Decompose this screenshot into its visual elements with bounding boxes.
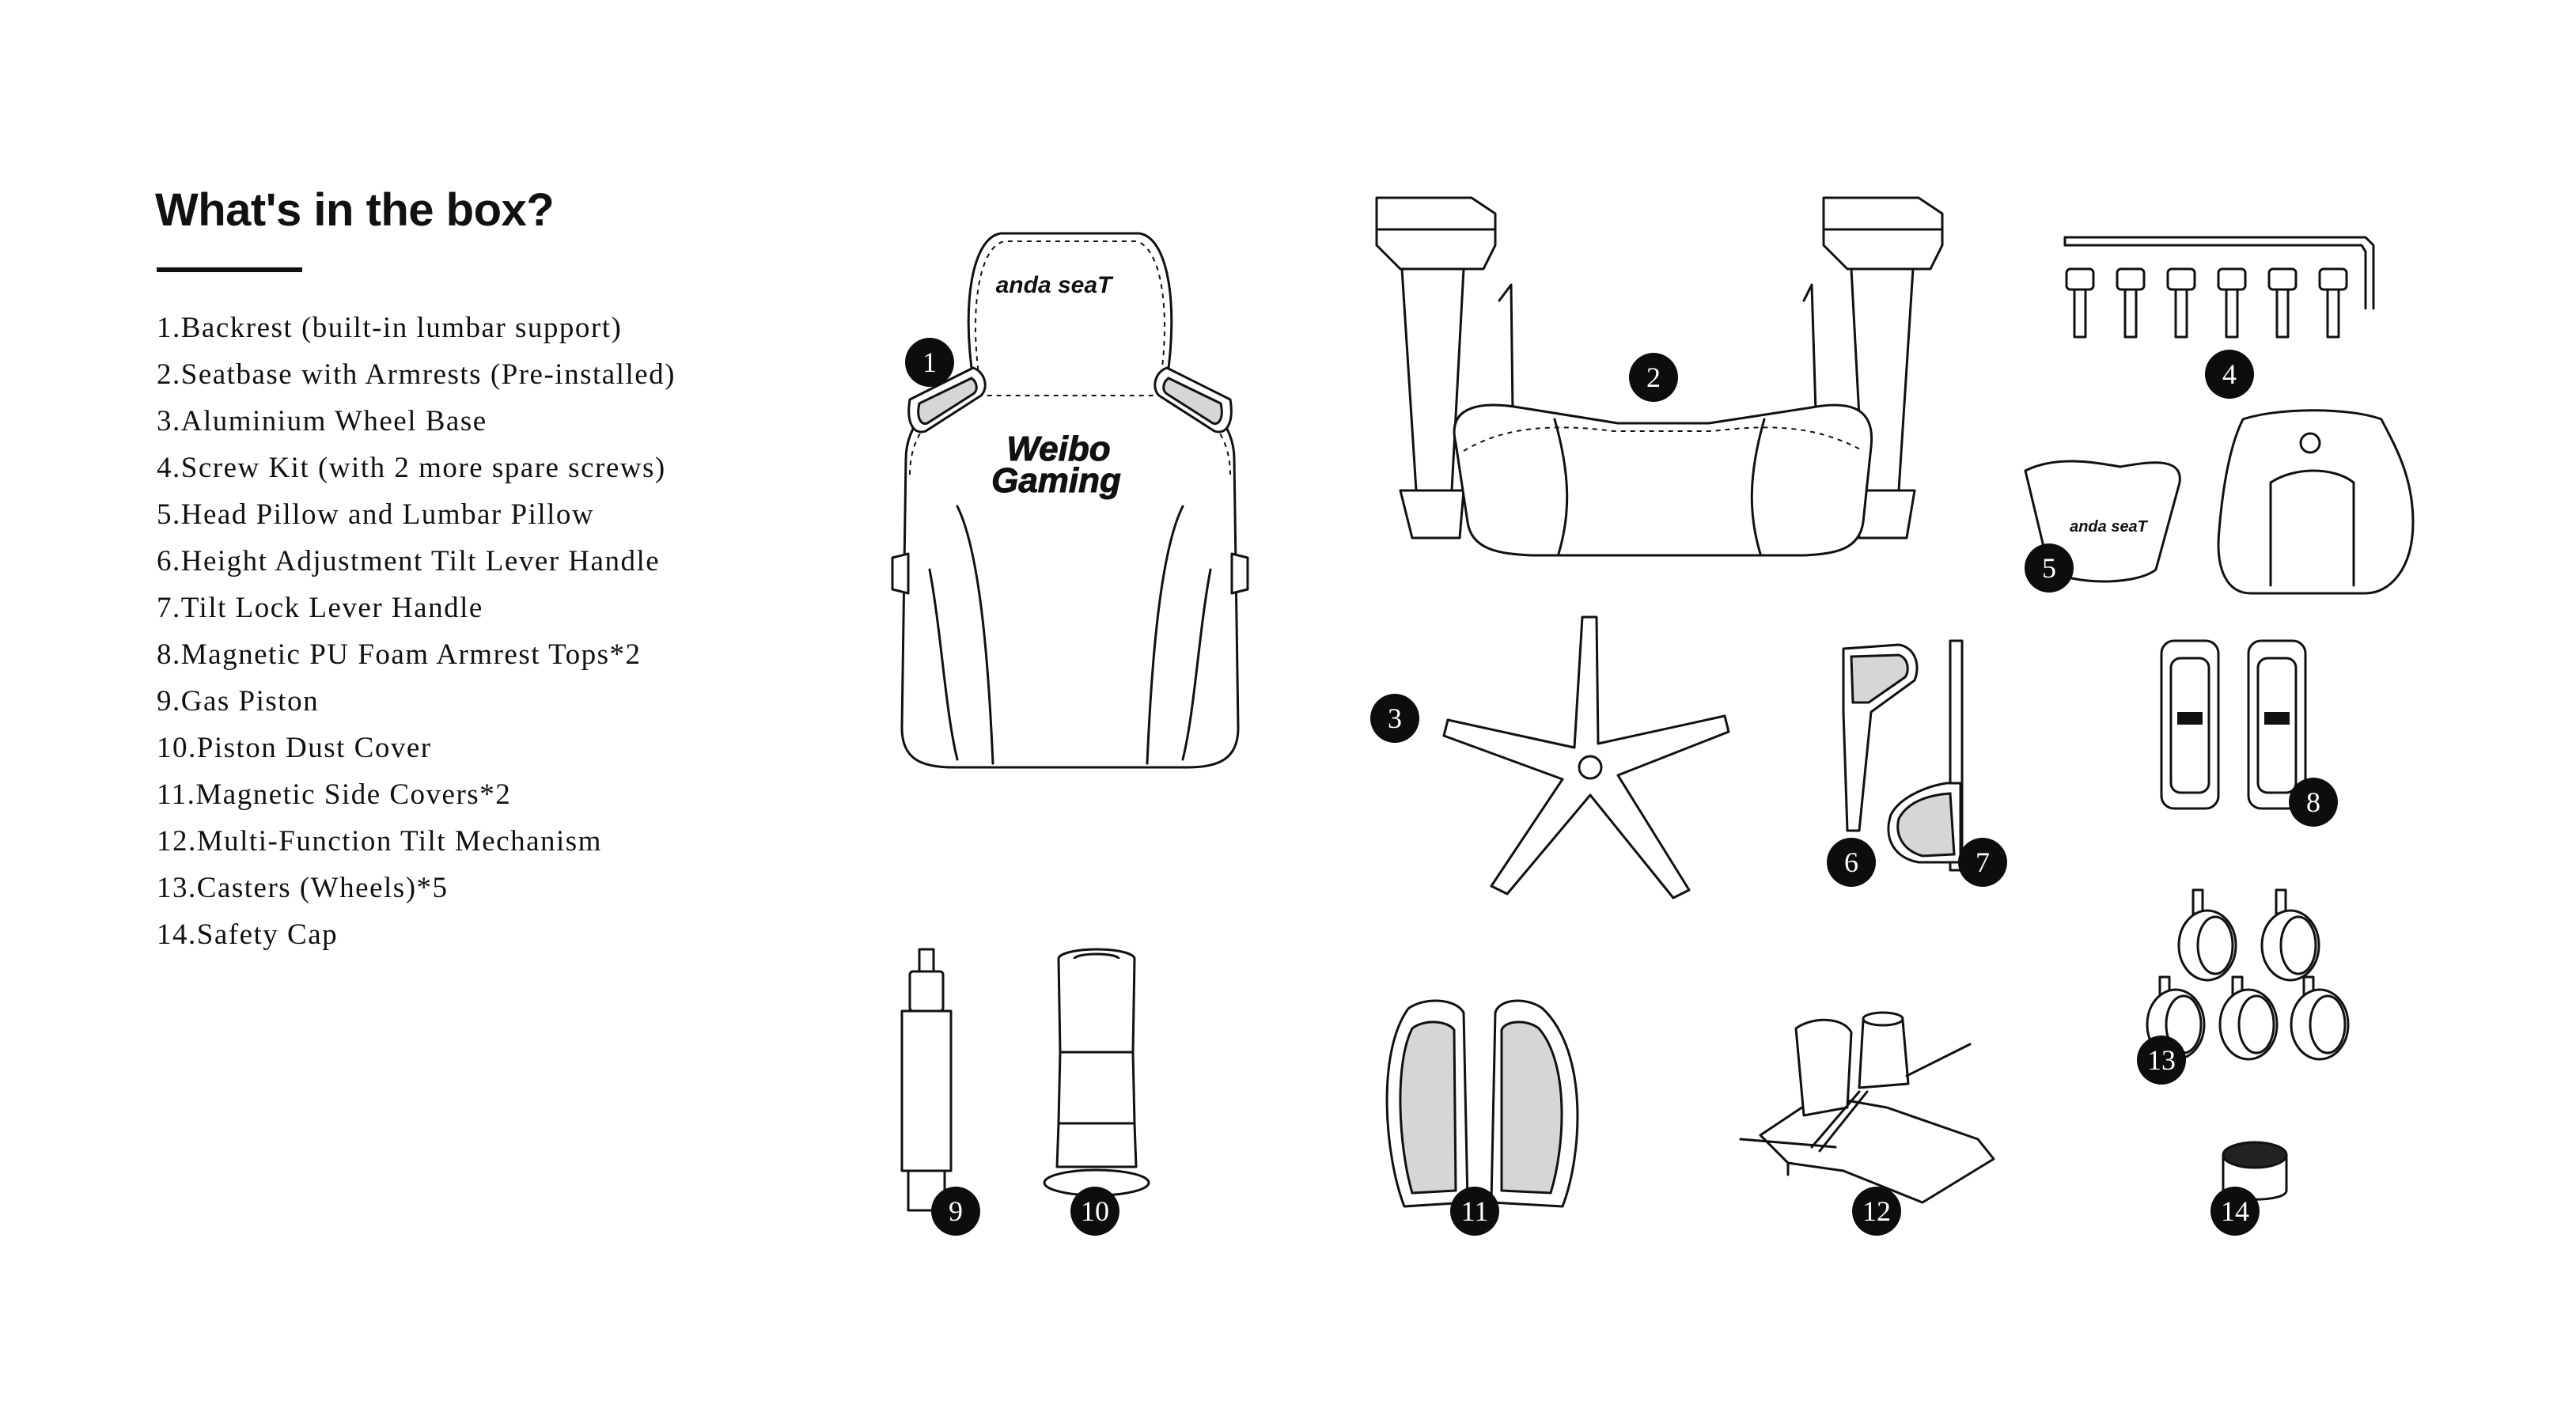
side-covers-illustration: [1385, 999, 1579, 1208]
badge-4: 4: [2205, 350, 2254, 399]
list-item: 13.Casters (Wheels)*5: [157, 872, 449, 904]
caster-icon: [2260, 888, 2320, 982]
list-item: 11.Magnetic Side Covers*2: [157, 778, 512, 811]
caster-icon: [2218, 975, 2279, 1061]
caster-icon: [2290, 975, 2350, 1061]
list-item: 7.Tilt Lock Lever Handle: [157, 592, 483, 624]
screw-kit-illustration: [2063, 236, 2375, 339]
svg-text:2: 2: [1646, 362, 1661, 393]
team-logo-line1: Weibo: [1006, 430, 1110, 468]
gas-piston-illustration: [900, 948, 953, 1212]
badge-7: 7: [1958, 838, 2007, 887]
badge-10: 10: [1070, 1187, 1119, 1236]
badge-13: 13: [2137, 1036, 2186, 1085]
levers-illustration: [1842, 639, 1964, 872]
brand-logo: anda seaT: [996, 272, 1114, 298]
list-item: 4.Screw Kit (with 2 more spare screws): [157, 452, 666, 484]
badge-12: 12: [1852, 1187, 1901, 1236]
pillows-illustration: anda seaT: [2024, 409, 2415, 595]
badge-6: 6: [1827, 838, 1876, 887]
svg-text:8: 8: [2306, 786, 2320, 818]
list-item: 10.Piston Dust Cover: [157, 732, 432, 764]
badge-8: 8: [2289, 778, 2338, 827]
armrest-tops-illustration: [2160, 639, 2307, 810]
list-item: 12.Multi-Function Tilt Mechanism: [157, 825, 602, 858]
screw-icon: [2065, 267, 2348, 339]
list-item: 3.Aluminium Wheel Base: [157, 405, 487, 437]
list-item: 1.Backrest (built-in lumbar support): [157, 312, 623, 344]
badge-3: 3: [1370, 694, 1419, 743]
badge-9: 9: [931, 1187, 980, 1236]
svg-text:4: 4: [2222, 358, 2237, 390]
badge-14: 14: [2210, 1187, 2260, 1236]
svg-text:1: 1: [922, 346, 937, 378]
team-logo-line2: Gaming: [991, 461, 1121, 500]
badge-11: 11: [1450, 1187, 1499, 1236]
svg-text:14: 14: [2221, 1195, 2249, 1227]
badge-1: 1: [905, 338, 954, 387]
svg-text:10: 10: [1081, 1195, 1109, 1227]
svg-text:6: 6: [1844, 846, 1858, 878]
list-item: 2.Seatbase with Armrests (Pre-installed): [157, 358, 676, 391]
list-item: 6.Height Adjustment Tilt Lever Handle: [157, 545, 661, 577]
svg-text:7: 7: [1976, 846, 1990, 878]
svg-text:11: 11: [1461, 1195, 1489, 1227]
badge-2: 2: [1629, 353, 1678, 402]
seatbase-illustration: [1375, 196, 1944, 557]
pillow-logo: anda seaT: [2070, 518, 2149, 536]
svg-text:13: 13: [2147, 1044, 2176, 1076]
list-item: 14.Safety Cap: [157, 918, 339, 951]
title-underline: [157, 267, 302, 272]
dust-cover-illustration: [1043, 948, 1150, 1197]
badge-5: 5: [2025, 543, 2074, 593]
list-item: 8.Magnetic PU Foam Armrest Tops*2: [157, 638, 642, 671]
tilt-mechanism-illustration: [1739, 1011, 1995, 1204]
caster-icon: [2177, 888, 2237, 982]
svg-text:9: 9: [949, 1195, 963, 1227]
list-item: 5.Head Pillow and Lumbar Pillow: [157, 498, 595, 531]
list-item: 9.Gas Piston: [157, 685, 320, 718]
svg-text:3: 3: [1388, 702, 1402, 734]
page-title: What's in the box?: [155, 184, 555, 236]
svg-text:12: 12: [1862, 1195, 1891, 1227]
casters-illustration: [2146, 888, 2350, 1061]
wheelbase-illustration: [1442, 615, 1730, 899]
svg-text:5: 5: [2042, 552, 2056, 584]
backrest-illustration: anda seaT Weibo Gaming: [891, 232, 1249, 769]
parts-list: 1.Backrest (built-in lumbar support) 2.S…: [157, 305, 676, 958]
